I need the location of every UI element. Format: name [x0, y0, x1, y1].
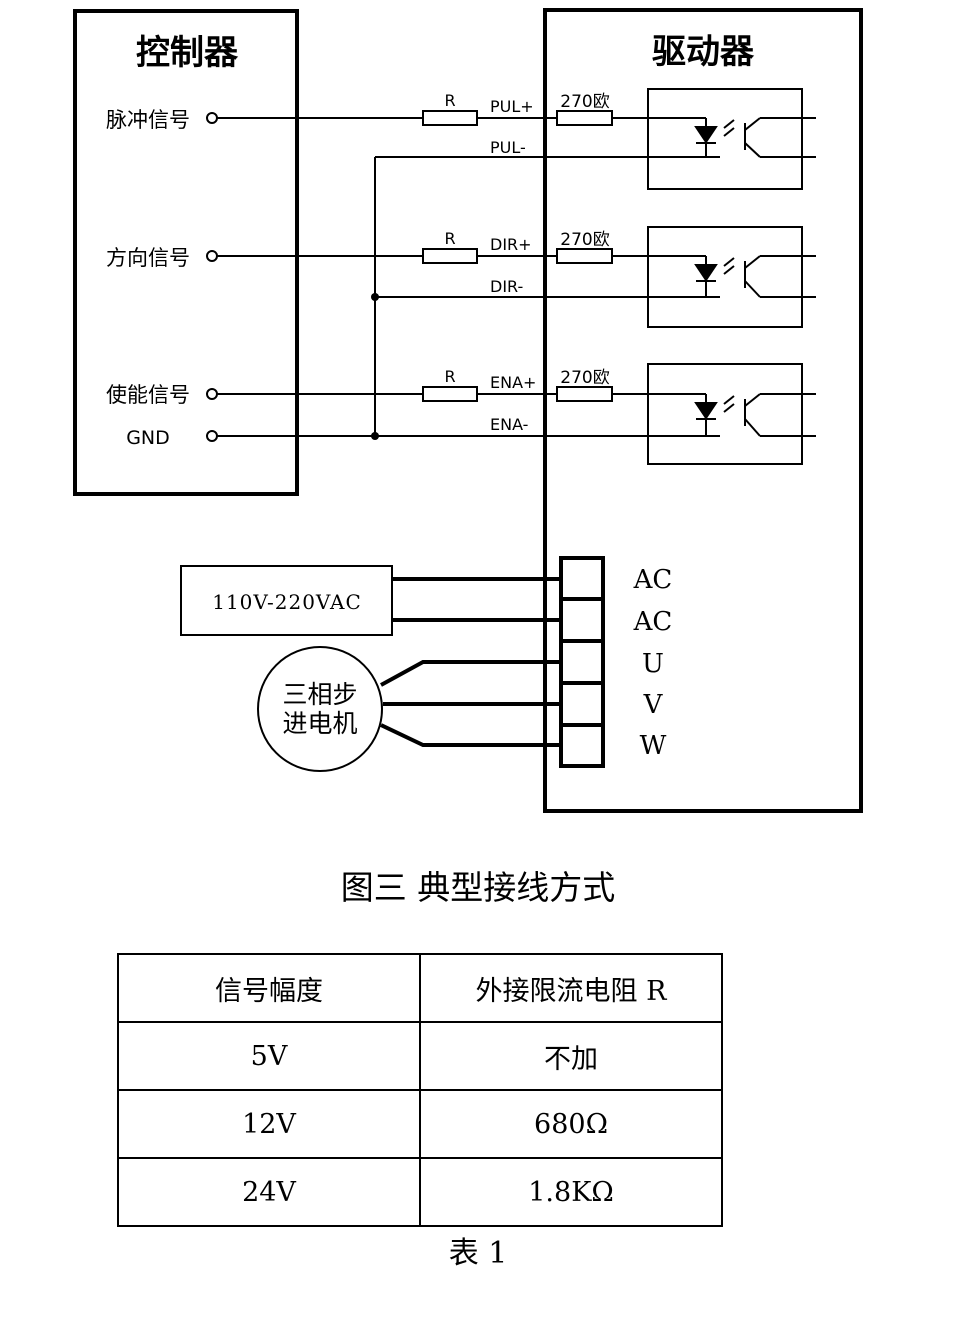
enable-signal-label: 使能信号	[106, 383, 190, 407]
table-cell: 1.8KΩ	[419, 1157, 723, 1227]
driver-box	[543, 8, 863, 813]
pulse-terminal	[206, 112, 218, 124]
motor-circle	[257, 646, 383, 772]
optocoupler-ena	[647, 363, 816, 465]
table-header-row: 信号幅度 外接限流电阻 R	[117, 953, 723, 1023]
direction-terminal	[206, 250, 218, 262]
terminal-label-ac2: AC	[633, 607, 673, 637]
terminal-label-w: W	[640, 731, 667, 761]
wiring-diagram: 控制器 脉冲信号 方向信号 使能信号 GND 驱动器 R R R PUL+ PU…	[73, 8, 863, 813]
motor-label-line2: 进电机	[282, 709, 357, 738]
resistor-label: R	[444, 367, 455, 386]
direction-signal-label: 方向信号	[106, 246, 190, 270]
table-label: 表 1	[448, 1236, 508, 1271]
ena-minus-label: ENA-	[490, 415, 528, 434]
terminal-label-ac1: AC	[633, 565, 673, 595]
power-supply-box	[180, 565, 393, 636]
power-wires	[392, 577, 561, 622]
pul-minus-label: PUL-	[490, 138, 526, 157]
external-resistor-ena	[422, 386, 478, 402]
table-row: 24V 1.8KΩ	[117, 1157, 723, 1227]
table-cell: 12V	[117, 1089, 421, 1159]
table-header-cell: 信号幅度	[117, 953, 421, 1023]
optocoupler-pul	[647, 88, 816, 190]
junction-dot	[371, 432, 379, 440]
table-row: 5V 不加	[117, 1021, 723, 1091]
optocoupler-dir	[647, 226, 816, 328]
dir-minus-label: DIR-	[490, 277, 523, 296]
table-cell: 不加	[419, 1021, 723, 1091]
internal-resistor	[556, 248, 613, 264]
terminal-label-v: V	[643, 690, 664, 720]
signal-wires	[217, 117, 720, 437]
terminal-block	[559, 556, 605, 768]
gnd-label: GND	[126, 427, 170, 449]
pul-plus-label: PUL+	[490, 97, 534, 116]
table-row: 12V 680Ω	[117, 1089, 723, 1159]
internal-resistor-label: 270欧	[560, 92, 609, 112]
controller-title: 控制器	[136, 33, 239, 73]
dir-plus-label: DIR+	[490, 235, 532, 254]
resistor-label: R	[444, 91, 455, 110]
resistor-label: R	[444, 229, 455, 248]
internal-resistor	[556, 386, 613, 402]
figure-caption: 图三 典型接线方式	[340, 868, 616, 907]
resistor-spec-table: 信号幅度 外接限流电阻 R 5V 不加 12V 680Ω 24V 1.8KΩ	[117, 953, 723, 1227]
table-cell: 5V	[117, 1021, 421, 1091]
power-supply-label: 110V-220VAC	[212, 590, 362, 614]
enable-terminal	[206, 388, 218, 400]
internal-resistor	[556, 110, 613, 126]
gnd-terminal	[206, 430, 218, 442]
table-header-cell: 外接限流电阻 R	[419, 953, 723, 1023]
controller-box	[73, 9, 299, 496]
external-resistor-pul	[422, 110, 478, 126]
driver-title: 驱动器	[652, 32, 755, 72]
internal-resistor-label: 270欧	[560, 368, 609, 388]
internal-resistor-label: 270欧	[560, 230, 609, 250]
motor-wires	[380, 660, 561, 747]
ena-plus-label: ENA+	[490, 373, 536, 392]
table-cell: 24V	[117, 1157, 421, 1227]
junction-dot	[371, 293, 379, 301]
external-resistor-dir	[422, 248, 478, 264]
terminal-label-u: U	[642, 649, 664, 679]
pulse-signal-label: 脉冲信号	[106, 108, 190, 132]
table-cell: 680Ω	[419, 1089, 723, 1159]
motor-label-line1: 三相步	[282, 680, 357, 709]
